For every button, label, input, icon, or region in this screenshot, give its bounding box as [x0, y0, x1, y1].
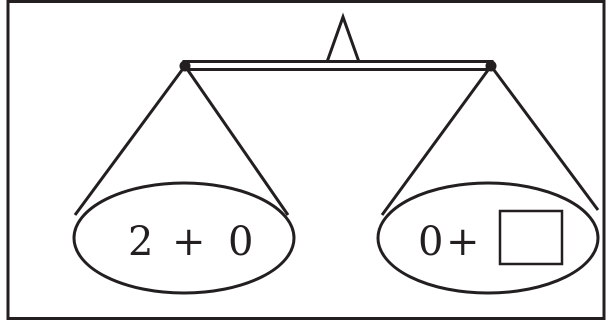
left-operand-b: 0: [228, 219, 253, 265]
right-plus-sign: +: [446, 219, 480, 265]
left-string-inner: [185, 66, 288, 215]
answer-blank-box[interactable]: [500, 211, 562, 264]
right-string-outer: [382, 66, 491, 215]
left-string-outer: [75, 66, 185, 215]
right-pan: [378, 183, 598, 293]
right-string-inner: [491, 66, 598, 210]
left-operand-a: 2: [128, 219, 153, 265]
scale-beam: [184, 62, 492, 70]
scale-pointer: [327, 17, 359, 62]
right-operand-a: 0: [418, 219, 443, 265]
left-plus-sign: +: [172, 219, 206, 265]
